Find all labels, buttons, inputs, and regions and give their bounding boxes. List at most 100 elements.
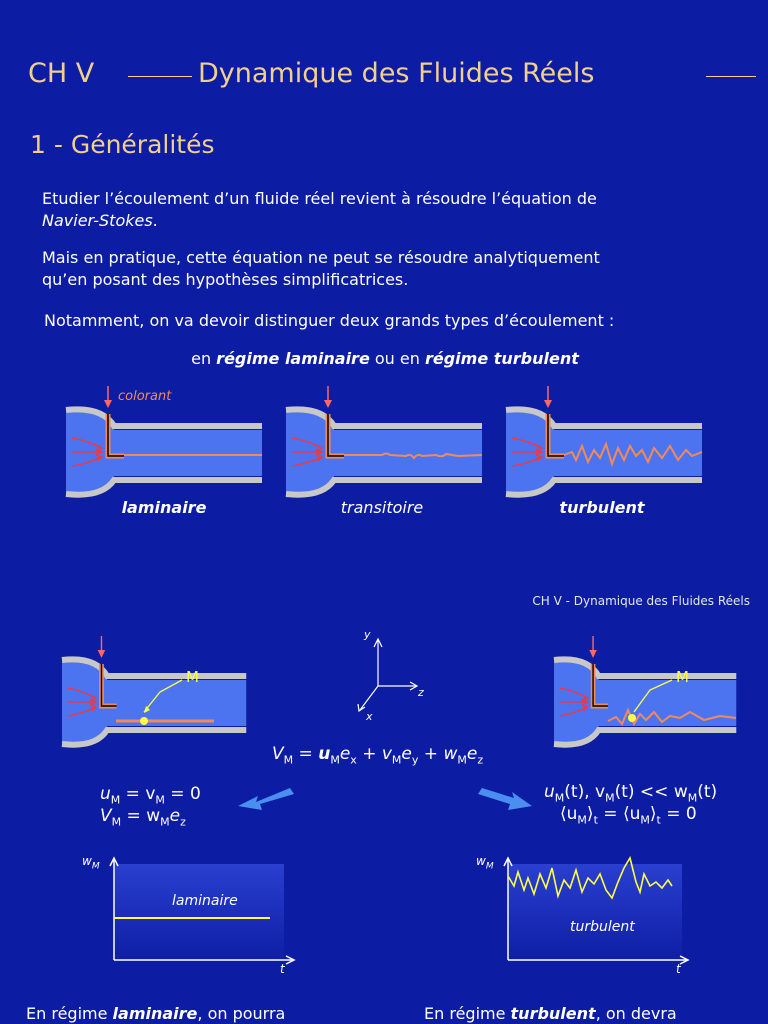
lam-V: V	[100, 806, 112, 827]
p4-prefix: en	[191, 349, 217, 368]
turbulent-signal	[507, 855, 673, 900]
tur-b: (t) << w	[614, 782, 688, 802]
axis-x-label: x	[366, 710, 373, 723]
v-symbol: V	[272, 744, 284, 764]
turbulent-eq-1: uM(t), vM(t) << wM(t)	[544, 782, 717, 804]
graph-left-caption: laminaire	[172, 893, 238, 909]
paragraph-1: Etudier l’écoulement d’un fluide réel re…	[42, 188, 732, 232]
gr-w: w	[476, 854, 486, 868]
ey-sub: y	[411, 753, 419, 767]
tube-laminar-point	[62, 636, 246, 745]
tur-avg-u2: = ⟨u	[597, 804, 641, 825]
tur-avg-sub2: M	[640, 813, 650, 827]
lam-u-sub: M	[110, 793, 121, 807]
laminar-equations: uM = vM = 0 VM = wMez	[100, 784, 201, 829]
flow-regime-diagrams	[0, 380, 768, 500]
br-c: , on devra	[595, 1004, 677, 1023]
tur-avg-sub: M	[577, 813, 587, 827]
tur-avg-close: ⟩	[586, 804, 594, 825]
lam-v: = v	[120, 784, 156, 804]
point-label-left: M	[186, 668, 199, 686]
page-title: Dynamique des Fluides Réels	[198, 58, 595, 89]
gr-w-sub: M	[485, 861, 494, 872]
tur-avg-u: ⟨u	[560, 804, 578, 825]
paragraph-2-line-1: Mais en pratique, cette équation ne peut…	[42, 248, 600, 267]
graph-right-bg	[508, 864, 682, 964]
bl-c: , on pourra	[197, 1004, 286, 1023]
velocity-diagrams	[0, 620, 768, 760]
turbulent-eq-2: ⟨uM⟩t = ⟨uM⟩t = 0	[544, 804, 717, 826]
tur-u: u	[544, 782, 555, 802]
graph-right-axes	[503, 856, 690, 965]
lam-e: e	[169, 806, 181, 827]
regime-turbulent: régime turbulent	[424, 349, 579, 368]
lam-V-sub: M	[111, 815, 122, 829]
graph-right-ylabel: wM	[476, 854, 494, 871]
bottom-right-text: En régime turbulent, on devra	[424, 1004, 677, 1023]
vv-symbol: v	[381, 744, 392, 764]
velocity-equation: VM = uMex + vMey + wMez	[272, 744, 483, 766]
label-transitoire: transitoire	[340, 498, 424, 517]
tube-laminaire	[66, 386, 262, 495]
eq-sign: =	[293, 744, 319, 764]
lam-e-sub: z	[180, 815, 186, 829]
axis-z-label: z	[418, 686, 424, 699]
tur-b-sub: M	[687, 791, 698, 805]
lam-zero: = 0	[164, 784, 201, 804]
graph-right-xlabel: t	[676, 962, 681, 976]
tur-c: (t)	[697, 782, 718, 802]
section-title: 1 - Généralités	[30, 130, 215, 159]
lam-w: = w	[121, 806, 161, 827]
tur-a-sub: M	[605, 791, 615, 805]
chapter-number: CH V	[28, 58, 95, 89]
graph-left-bg	[114, 864, 284, 964]
plus-1: +	[356, 744, 382, 764]
label-laminaire: laminaire	[121, 498, 207, 517]
title-rule-left	[128, 76, 192, 77]
paragraph-1-line-1: Etudier l’écoulement d’un fluide réel re…	[42, 189, 597, 208]
pointer-arrows	[238, 788, 532, 810]
tur-t-sub: t	[593, 813, 598, 827]
tur-u-sub: M	[554, 791, 565, 805]
vv-sub: M	[391, 753, 402, 767]
lam-w-sub: M	[160, 815, 170, 829]
plus-2: +	[418, 744, 444, 764]
gl-w-sub: M	[91, 861, 100, 872]
p4-middle: ou en	[369, 349, 425, 368]
dye-label: colorant	[118, 389, 172, 404]
paragraph-3: Notamment, on va devoir distinguer deux …	[44, 311, 615, 330]
turbulent-equations: uM(t), vM(t) << wM(t) ⟨uM⟩t = ⟨uM⟩t = 0	[544, 782, 717, 827]
axis-y-label: y	[364, 628, 371, 641]
bl-a: En régime	[26, 1004, 113, 1023]
lam-u: u	[100, 784, 111, 804]
ey-symbol: e	[401, 744, 412, 764]
title-rule-right	[706, 76, 756, 77]
u-sub: M	[330, 753, 340, 767]
chapter-title: CH V	[28, 58, 94, 89]
point-label-right: M	[676, 668, 689, 686]
arrow-left-icon	[238, 788, 294, 810]
ex-symbol: e	[339, 744, 351, 764]
bottom-left-text: En régime laminaire, on pourra	[26, 1004, 285, 1023]
v-sub: M	[283, 753, 294, 767]
graph-left-ylabel: wM	[82, 854, 100, 871]
br-a: En régime	[424, 1004, 511, 1023]
tube-turbulent	[506, 386, 702, 495]
paragraph-1-line-2: Navier-Stokes.	[42, 210, 732, 232]
regime-laminaire: régime laminaire	[216, 349, 370, 368]
graph-left-axes	[109, 856, 296, 965]
w-symbol: w	[443, 744, 458, 764]
w-sub: M	[457, 753, 467, 767]
paragraph-4: en régime laminaire ou en régime turbule…	[40, 348, 730, 370]
gl-w: w	[82, 854, 92, 868]
navier-stokes-term: Navier-Stokes	[42, 211, 153, 230]
axes-triad	[357, 637, 419, 713]
tur-zero: = 0	[660, 804, 697, 825]
laminar-eq-2: VM = wMez	[100, 806, 201, 828]
velocity-time-graphs	[109, 855, 690, 965]
label-turbulent: turbulent	[559, 498, 645, 517]
tur-avg-close2: ⟩	[649, 804, 657, 825]
laminar-eq-1: uM = vM = 0	[100, 784, 201, 806]
tube-turbulent-point	[554, 636, 736, 745]
lam-v-sub: M	[155, 793, 165, 807]
